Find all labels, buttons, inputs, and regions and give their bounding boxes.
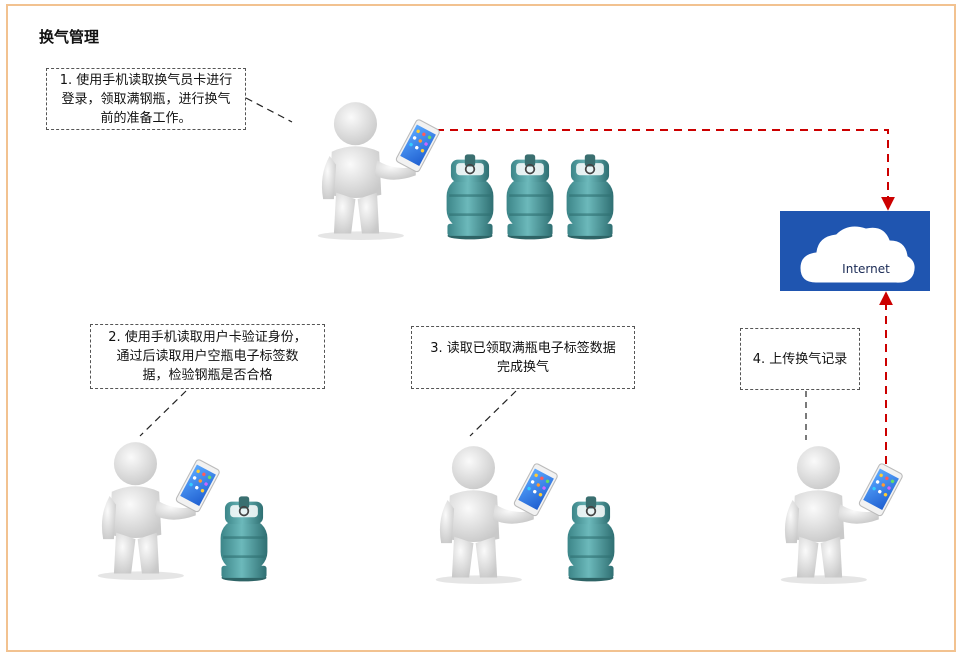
step3-leader [469,390,517,437]
gas-cylinder-icon [445,153,495,241]
diagram-frame [6,4,956,652]
person-with-phone-icon [97,441,221,580]
step3-line1: 3. 读取已领取满瓶电子标签数据 [430,340,616,356]
person-with-phone-icon [317,101,441,240]
gas-cylinder-icon [505,153,555,241]
step1-note: 1. 使用手机读取换气员卡进行 登录，领取满钢瓶，进行换气 前的准备工作。 [46,68,246,130]
step2-note: 2. 使用手机读取用户卡验证身份， 通过后读取用户空瓶电子标签数 据，检验钢瓶是… [90,324,325,389]
person-with-phone-icon [780,445,904,584]
step1-line1: 1. 使用手机读取换气员卡进行 [59,72,233,88]
step1-line3: 前的准备工作。 [100,110,192,126]
step2-leader [139,390,187,437]
person-with-phone-icon [435,445,559,584]
step2-line2: 通过后读取用户空瓶电子标签数 [116,349,299,364]
upload-arrow-top [436,129,895,211]
step3-note: 3. 读取已领取满瓶电子标签数据 完成换气 [411,326,635,389]
gas-cylinder-icon [219,495,269,583]
step2-line3: 据，检验钢瓶是否合格 [142,368,273,383]
step1-line2: 登录，领取满钢瓶，进行换气 [61,91,231,107]
gas-cylinder-icon [565,153,615,241]
cloud-icon [799,225,916,284]
page-title: 换气管理 [39,28,100,46]
step2-line1: 2. 使用手机读取用户卡验证身份， [108,330,307,345]
gas-cylinder-icon [566,495,616,583]
step3-line2: 完成换气 [496,359,549,375]
step1-leader [245,97,293,123]
internet-label: Internet [842,262,890,276]
step4-note: 4. 上传换气记录 [740,328,860,390]
step4-line1: 4. 上传换气记录 [752,351,848,367]
